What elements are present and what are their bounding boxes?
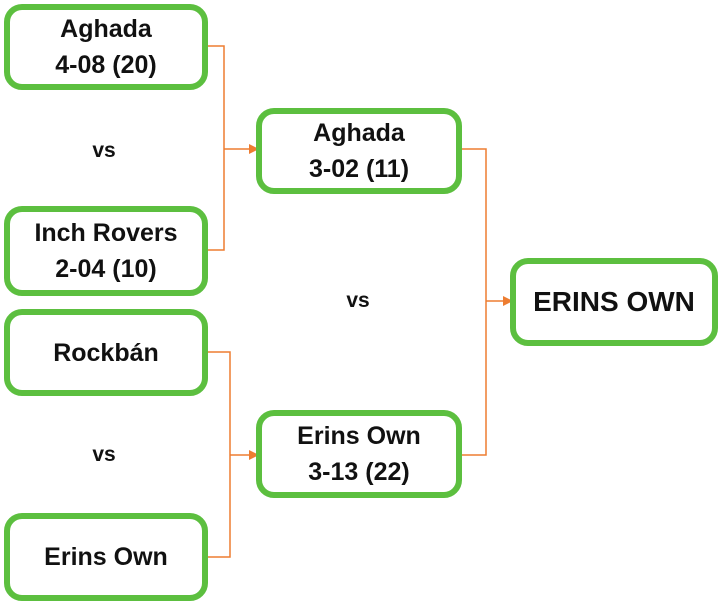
team-score: 2-04 (10) xyxy=(55,255,157,283)
team-score: 3-02 (11) xyxy=(308,155,410,183)
team-name: Inch Rovers xyxy=(34,219,178,247)
vs-label-final: vs xyxy=(346,289,370,312)
team-box-rockban: Rockbán xyxy=(4,309,208,396)
team-name: Rockbán xyxy=(53,338,159,367)
vs-label-match1: vs xyxy=(92,139,116,162)
team-box-inch-rovers: Inch Rovers 2-04 (10) xyxy=(4,206,208,296)
team-score: 3-13 (22) xyxy=(308,458,410,486)
winner-box: ERINS OWN xyxy=(510,258,718,346)
winner-name: ERINS OWN xyxy=(533,286,695,317)
team-box-aghada-final: Aghada 3-02 (11) xyxy=(256,108,462,194)
team-score: 4-08 (20) xyxy=(55,51,157,79)
connector-match1 xyxy=(207,45,225,251)
connector-final xyxy=(460,148,487,456)
team-name: Erins Own xyxy=(297,422,421,450)
team-name: Erins Own xyxy=(44,543,168,571)
team-box-erins-own-r1: Erins Own xyxy=(4,513,208,601)
team-name: Aghada xyxy=(313,119,405,147)
team-name: Aghada xyxy=(60,15,152,43)
team-box-aghada-r1: Aghada 4-08 (20) xyxy=(4,4,208,90)
vs-label-match2: vs xyxy=(92,443,116,466)
team-box-erins-own-final: Erins Own 3-13 (22) xyxy=(256,410,462,498)
connector-match2 xyxy=(207,351,231,558)
